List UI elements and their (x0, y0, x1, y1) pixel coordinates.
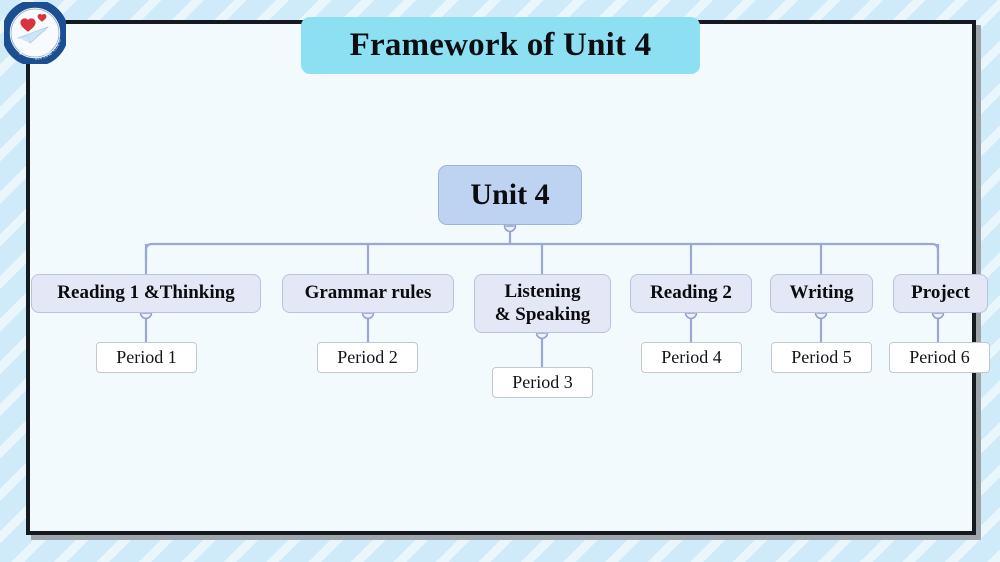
mindmap-root-node[interactable]: Unit 4 (438, 165, 582, 225)
mindmap-branch-node-1[interactable]: Reading 1 &Thinking (31, 274, 261, 313)
mindmap-branch-label-3: Listening & Speaking (494, 281, 591, 325)
mindmap-leaf-node-4[interactable]: Period 4 (641, 342, 742, 373)
school-badge-logo: HUMAN CARE ASSOCIATION 教育科技有限公司 (1, 0, 69, 67)
page-title: Framework of Unit 4 (349, 27, 652, 63)
mindmap-branch-node-4[interactable]: Reading 2 (630, 274, 752, 313)
mindmap-branch-label-2: Grammar rules (304, 282, 432, 304)
mindmap-branch-node-3[interactable]: Listening & Speaking (474, 274, 611, 333)
mindmap-branch-node-6[interactable]: Project (893, 274, 988, 313)
mindmap-leaf-node-2[interactable]: Period 2 (317, 342, 418, 373)
mindmap-leaf-node-5[interactable]: Period 5 (771, 342, 872, 373)
slide-title-banner: Framework of Unit 4 (301, 17, 700, 74)
mindmap-branch-label-5: Writing (789, 282, 854, 304)
mindmap-leaf-label-1: Period 1 (116, 347, 177, 367)
mindmap-leaf-label-4: Period 4 (661, 347, 722, 367)
mindmap-leaf-label-2: Period 2 (337, 347, 398, 367)
mindmap-branch-label-6: Project (911, 282, 970, 304)
mindmap-leaf-node-6[interactable]: Period 6 (889, 342, 990, 373)
mindmap-leaf-label-5: Period 5 (791, 347, 852, 367)
mindmap-leaf-node-3[interactable]: Period 3 (492, 367, 593, 398)
mindmap-leaf-label-6: Period 6 (909, 347, 970, 367)
mindmap-branch-label-4: Reading 2 (650, 282, 732, 304)
mindmap-branch-node-2[interactable]: Grammar rules (282, 274, 454, 313)
mindmap-branch-node-5[interactable]: Writing (770, 274, 873, 313)
mindmap-branch-label-1: Reading 1 &Thinking (57, 282, 235, 304)
mindmap-leaf-node-1[interactable]: Period 1 (96, 342, 197, 373)
svg-text:教育科技有限公司: 教育科技有限公司 (19, 50, 51, 56)
mindmap-leaf-label-3: Period 3 (512, 372, 573, 392)
mindmap-root-label: Unit 4 (470, 178, 550, 211)
